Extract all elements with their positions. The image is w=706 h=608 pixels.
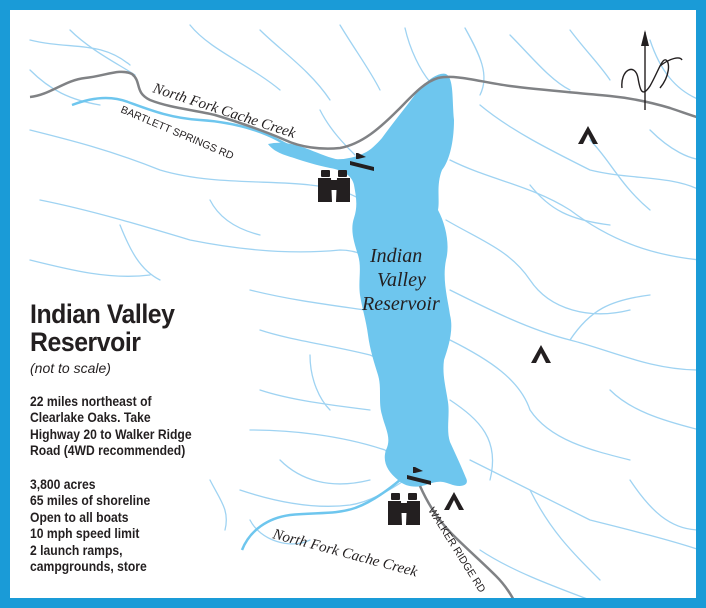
campground-icon: [578, 126, 598, 144]
creek-label-south: North Fork Cache Creek: [270, 526, 419, 580]
road-label-south: WALKER RIDGE RD: [425, 505, 487, 595]
directions-line: Clearlake Oaks. Take: [30, 410, 151, 426]
tributary-streams: [29, 24, 696, 598]
map-title-line2: Reservoir: [30, 327, 141, 357]
compass-rose-icon: [621, 30, 683, 110]
map-canvas: North Fork Cache Creek BARTLETT SPRINGS …: [29, 24, 696, 598]
walker-ridge-road: [418, 485, 515, 598]
directions-line: Highway 20 to Walker Ridge: [30, 426, 192, 442]
fact-line: 2 launch ramps,: [30, 542, 123, 558]
binoculars-icon: [318, 170, 350, 202]
south-creek: [240, 479, 401, 551]
boat-launch-icon: [350, 153, 374, 171]
campground-icon: [531, 345, 551, 363]
binoculars-icon: [388, 493, 420, 525]
reservoir-water: [268, 73, 467, 487]
facts-block: 3,800 acres 65 miles of shoreline Open t…: [30, 477, 237, 575]
fact-line: 10 mph speed limit: [30, 526, 140, 542]
lake-label-line1: Indian: [369, 245, 422, 267]
directions-block: 22 miles northeast of Clearlake Oaks. Ta…: [30, 394, 237, 460]
lake-label-line3: Reservoir: [361, 293, 440, 315]
lake-label-line2: Valley: [377, 269, 426, 291]
fact-line: campgrounds, store: [30, 559, 147, 575]
map-title: Indian Valley Reservoir: [30, 300, 232, 356]
directions-line: Road (4WD recommended): [30, 443, 186, 459]
directions-line: 22 miles northeast of: [30, 394, 152, 409]
fact-line: Open to all boats: [30, 509, 129, 525]
fact-line: 65 miles of shoreline: [30, 493, 151, 509]
fact-line: 3,800 acres: [30, 477, 96, 492]
map-title-line1: Indian Valley: [30, 299, 175, 329]
map-subtitle: (not to scale): [30, 360, 111, 376]
boat-launch-icon: [407, 467, 431, 485]
bartlett-springs-road: [29, 70, 696, 150]
campground-icon: [444, 492, 464, 510]
